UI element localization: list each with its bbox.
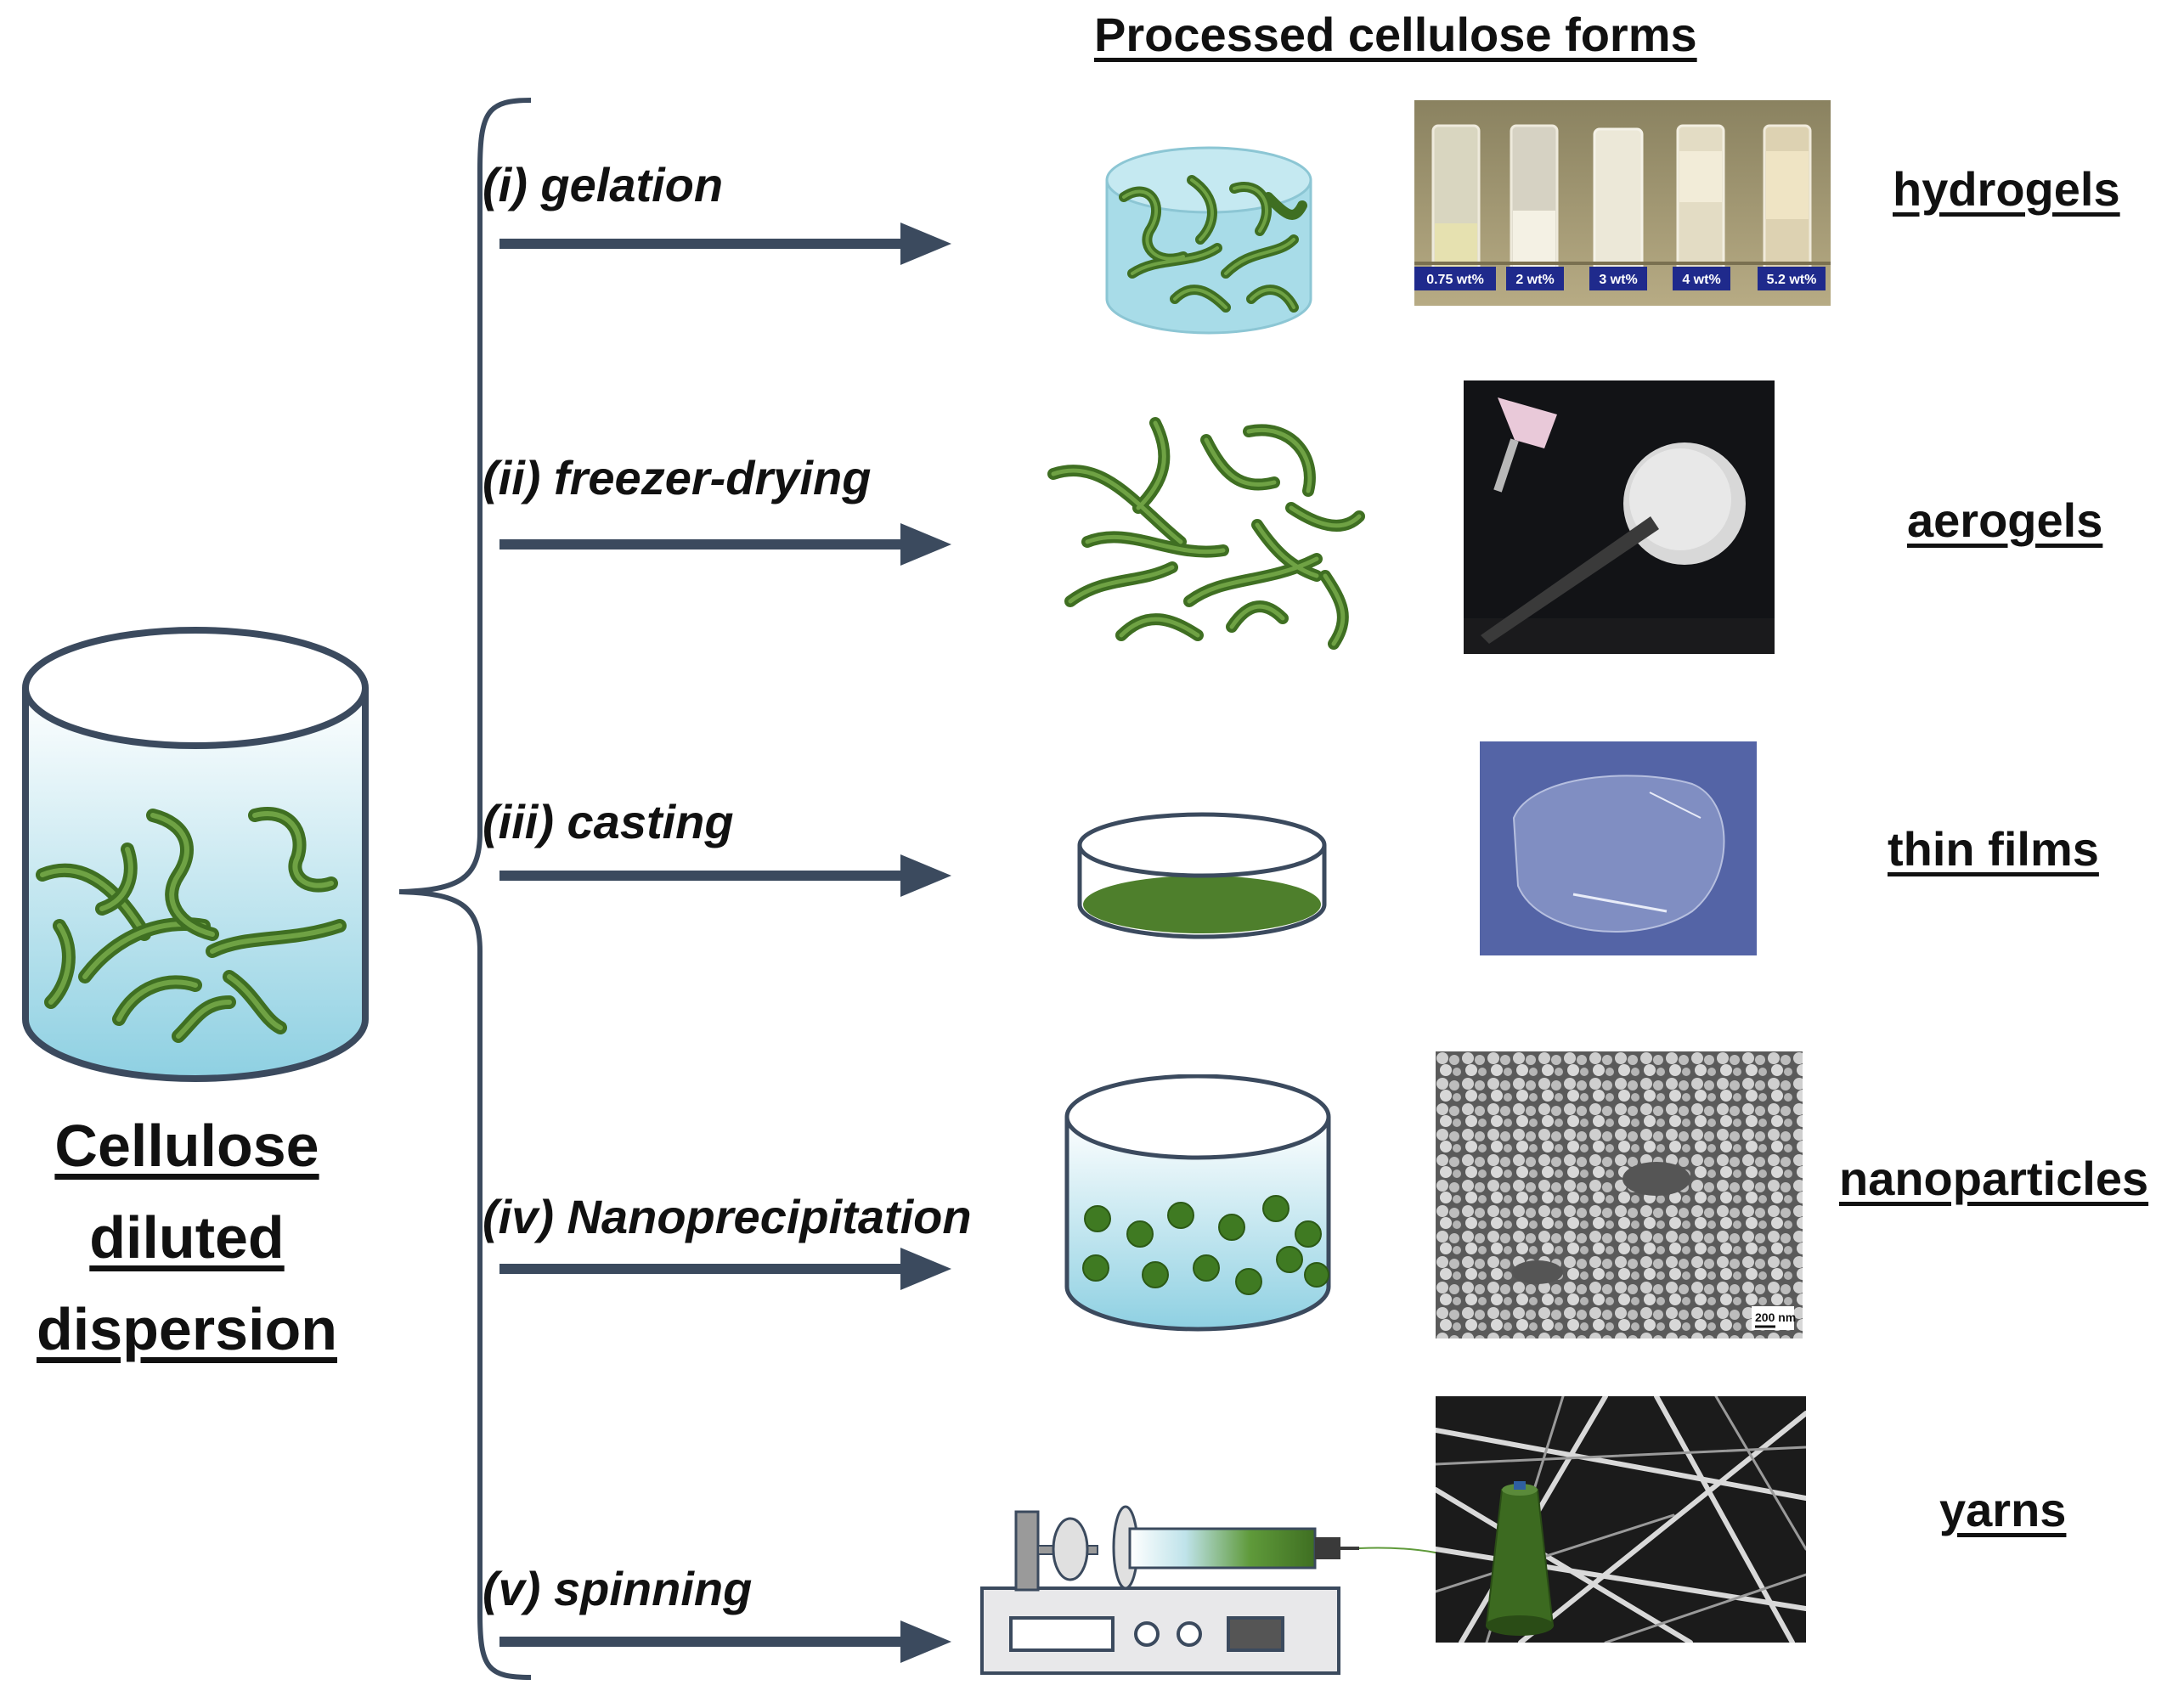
- thin-film-photo: [1480, 741, 1757, 955]
- vial-label-4: 4 wt%: [1673, 267, 1730, 290]
- vial-1: [1431, 124, 1481, 279]
- arrow-nanoprecipitation: [499, 1248, 951, 1290]
- sem-nanoparticles-photo: 200 nm: [1436, 1051, 1803, 1338]
- arrow-casting: [499, 854, 951, 897]
- source-title-line3: dispersion: [37, 1296, 337, 1362]
- vial-4: [1676, 124, 1725, 279]
- aerogel-fibers-icon: [1047, 417, 1365, 650]
- source-title-line2: diluted: [89, 1204, 285, 1271]
- vial-label-text-4: 4 wt%: [1682, 273, 1720, 287]
- product-label-nanoparticles: nanoparticles: [1839, 1152, 2149, 1205]
- vial-5: [1763, 124, 1812, 279]
- vial-label-text-3: 3 wt%: [1599, 273, 1637, 287]
- nanoprecipitation-beaker-icon: [1064, 1074, 1331, 1332]
- source-beaker-icon: [22, 627, 369, 1082]
- product-label-yarns: yarns: [1939, 1483, 2067, 1536]
- process-label-casting: (iii) casting: [483, 795, 734, 848]
- arrow-spinning: [499, 1620, 951, 1663]
- aerogel-photo: [1464, 380, 1775, 654]
- product-label-hydrogels: hydrogels: [1893, 162, 2120, 216]
- arrow-gelation: [499, 223, 951, 265]
- source-title-line1: Cellulose: [54, 1113, 319, 1179]
- product-label-aerogels: aerogels: [1907, 493, 2103, 547]
- brace-icon: [398, 98, 532, 1680]
- vial-label-text-2: 2 wt%: [1515, 273, 1554, 287]
- yarn-spool-icon: [1485, 1481, 1555, 1636]
- vial-label-text-5: 5.2 wt%: [1767, 273, 1817, 287]
- product-label-thin-films: thin films: [1888, 822, 2099, 876]
- hydrogel-cylinder-icon: [1105, 146, 1312, 335]
- casting-dish-icon: [1077, 812, 1327, 939]
- vial-label-2: 2 wt%: [1506, 267, 1564, 290]
- syringe-pump-icon: [980, 1505, 1504, 1675]
- process-label-nanoprecipitation: (iv) Nanoprecipitation: [483, 1190, 972, 1243]
- yarn-fibers-photo: [1436, 1396, 1806, 1643]
- process-label-gelation: (i) gelation: [483, 158, 724, 211]
- sem-scale-label: 200 nm: [1755, 1310, 1796, 1324]
- vial-2: [1510, 124, 1559, 279]
- process-label-spinning: (v) spinning: [483, 1562, 753, 1615]
- process-label-freeze-drying: (ii) freezer-drying: [483, 451, 872, 504]
- vial-3: [1593, 127, 1644, 279]
- vial-label-3: 3 wt%: [1589, 267, 1647, 290]
- header-title: Processed cellulose forms: [1094, 8, 1697, 61]
- vial-label-5: 5.2 wt%: [1758, 267, 1826, 290]
- hydrogel-vials-photo: 0.75 wt% 2 wt% 3 wt% 4 wt% 5.2 wt%: [1414, 100, 1831, 306]
- vial-label-1: 0.75 wt%: [1414, 267, 1496, 290]
- arrow-freeze-drying: [499, 523, 951, 566]
- source-title: Cellulose diluted dispersion: [17, 1100, 357, 1375]
- vial-label-text-1: 0.75 wt%: [1426, 273, 1484, 287]
